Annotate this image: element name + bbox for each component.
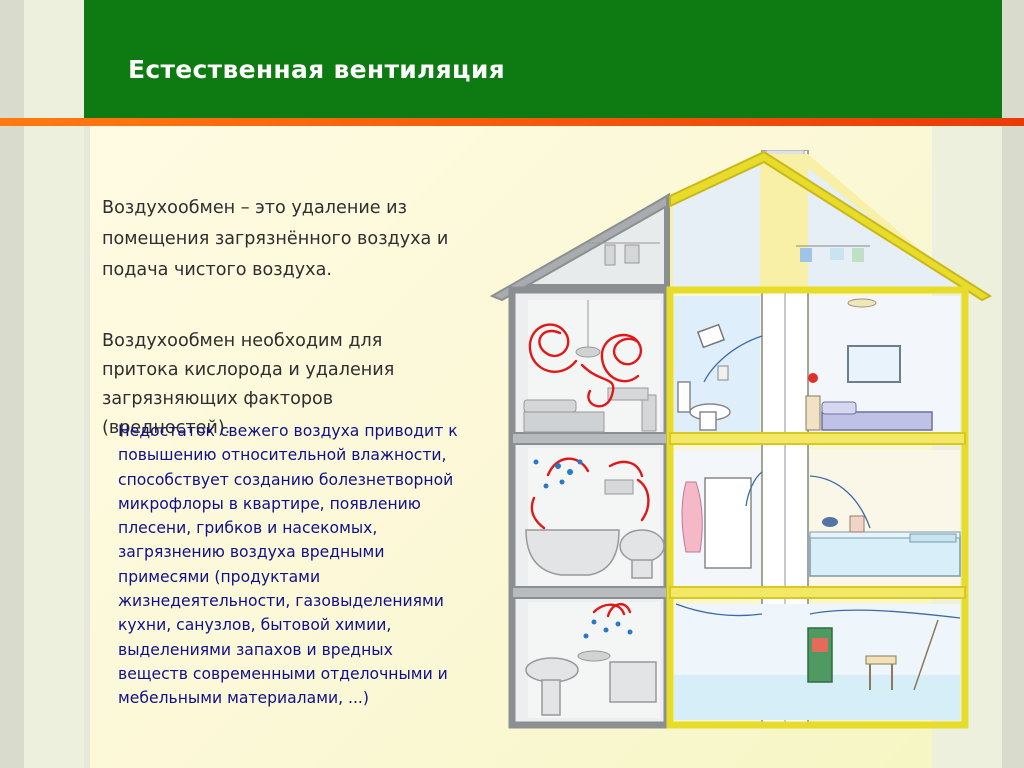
polluted-half <box>490 192 671 729</box>
left-floor-1 <box>511 432 668 445</box>
polluted-air-swirls <box>528 323 650 618</box>
left-roof <box>490 194 668 302</box>
slide-title: Естественная вентиляция <box>128 55 506 84</box>
clean-half <box>666 150 993 729</box>
consequences-paragraph: Недостаток свежего воздуха приводит к по… <box>118 422 458 708</box>
left-floor-2 <box>511 586 668 599</box>
right-roof <box>669 150 993 302</box>
right-floor-1 <box>669 432 966 445</box>
house-ventilation-illustration <box>490 150 993 729</box>
right-border <box>1002 0 1024 768</box>
accent-stripe <box>0 118 1024 126</box>
right-wall <box>666 286 969 729</box>
right-floor-2 <box>669 586 966 599</box>
left-margin <box>24 0 84 768</box>
purpose-paragraph: Воздухообмен необходим для притока кисло… <box>102 331 395 438</box>
left-border <box>0 0 24 768</box>
title-bar <box>84 0 1002 118</box>
definition-paragraph: Воздухообмен – это удаление из помещения… <box>102 198 449 280</box>
